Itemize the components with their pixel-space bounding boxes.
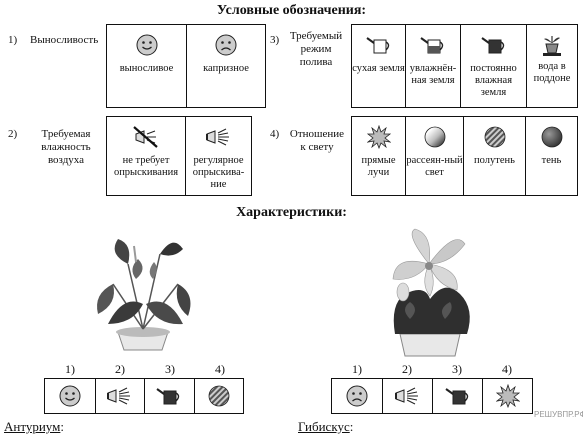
partial-shade-icon	[483, 125, 507, 149]
hibiscus-colon: :	[349, 419, 354, 434]
diffused-light-icon	[423, 125, 447, 149]
smiley-sad-icon	[345, 384, 369, 408]
no-spray-icon	[131, 125, 161, 149]
section-1-label: Выносливость	[30, 34, 99, 46]
anthurium-photo	[97, 239, 191, 351]
column-number: 2)	[402, 362, 412, 376]
legend-caption: полутень	[474, 155, 515, 166]
watering-can-full-icon	[443, 384, 473, 408]
partial-shade-icon	[207, 384, 231, 408]
hibiscus-cell-2	[382, 379, 432, 413]
watermark: РЕШУВПР.РФ	[534, 410, 583, 419]
anthurium-cell-2	[94, 379, 145, 413]
anthurium-cell-3	[144, 379, 194, 413]
legend-title: Условные обозначения:	[216, 3, 367, 18]
characteristics-title: Характеристики:	[236, 205, 347, 220]
legend-caption: выносливое	[119, 63, 174, 74]
hibiscus-photo	[392, 228, 470, 357]
anthurium-column-numbers: 1) 2) 3) 4)	[45, 362, 245, 377]
column-number: 4)	[502, 362, 512, 376]
legend-caption: рассеян-ный свет	[406, 155, 463, 178]
legend-caption: регулярное опрыскива-ние	[192, 155, 245, 190]
section-4-box: прямые лучи рассеян-ный свет полутень те…	[351, 116, 578, 196]
shade-icon	[540, 125, 564, 149]
legend-item-partial-shade: полутень	[463, 117, 525, 195]
legend-item-tray-water: вода в поддоне	[526, 25, 577, 107]
column-number: 3)	[165, 362, 175, 376]
section-2-label: Требуемая влажность воздуха	[41, 128, 91, 166]
section-2-number: 2)	[8, 128, 18, 140]
legend-caption: капризное	[203, 63, 249, 74]
column-number: 2)	[115, 362, 125, 376]
legend-item-direct-sun: прямые лучи	[352, 117, 405, 195]
hibiscus-column-numbers: 1) 2) 3) 4)	[332, 362, 532, 377]
section-4-label: Отношение к свету	[289, 128, 345, 153]
section-1-number: 1)	[8, 34, 18, 46]
legend-caption: увлажнён-ная земля	[409, 63, 457, 86]
watering-can-half-icon	[418, 33, 448, 57]
section-3-label: Требуемый режим полива	[289, 30, 343, 68]
legend-item-capricious: капризное	[186, 25, 265, 107]
hibiscus-characteristics	[331, 378, 533, 414]
legend-item-no-spray: не требует опрыскивания	[107, 117, 185, 195]
section-2-box: не требует опрыскивания регулярное опрыс…	[106, 116, 252, 196]
pot-tray-icon	[540, 33, 564, 59]
anthurium-label: Антуриум:	[4, 419, 64, 435]
hibiscus-cell-1	[332, 379, 382, 413]
spray-icon	[393, 384, 423, 408]
legend-item-moist-soil: увлажнён-ная земля	[405, 25, 460, 107]
hibiscus-label: Гибискус:	[298, 419, 353, 435]
smiley-happy-icon	[58, 384, 82, 408]
direct-sun-icon	[496, 384, 520, 408]
legend-item-hardy: выносливое	[107, 25, 186, 107]
legend-caption: вода в поддоне	[533, 61, 571, 84]
anthurium-cell-1	[45, 379, 95, 413]
anthurium-name: Антуриум	[4, 419, 61, 434]
legend-caption: постоянно влажная земля	[470, 63, 517, 98]
legend-caption: прямые лучи	[361, 155, 396, 178]
smiley-sad-icon	[214, 33, 238, 57]
spray-icon	[204, 125, 234, 149]
hibiscus-cell-3	[432, 379, 482, 413]
column-number: 1)	[65, 362, 75, 376]
section-4-number: 4)	[270, 128, 280, 140]
watering-can-empty-icon	[364, 33, 394, 57]
legend-item-dry-soil: сухая земля	[352, 25, 405, 107]
watering-can-full-icon	[479, 33, 509, 57]
legend-item-diffused: рассеян-ный свет	[405, 117, 463, 195]
column-number: 3)	[452, 362, 462, 376]
anthurium-colon: :	[60, 419, 64, 434]
legend-item-spray: регулярное опрыскива-ние	[185, 117, 251, 195]
legend-caption: не требует опрыскивания	[113, 155, 179, 178]
watering-can-full-icon	[154, 384, 184, 408]
column-number: 1)	[352, 362, 362, 376]
column-number: 4)	[215, 362, 225, 376]
hibiscus-cell-4	[482, 379, 532, 413]
legend-caption: сухая земля	[352, 63, 405, 74]
section-3-box: сухая земля увлажнён-ная земля постоянно…	[351, 24, 578, 108]
legend-caption: тень	[541, 155, 562, 166]
spray-icon	[105, 384, 135, 408]
smiley-happy-icon	[135, 33, 159, 57]
direct-sun-icon	[367, 125, 391, 149]
anthurium-characteristics	[44, 378, 244, 414]
legend-item-shade: тень	[525, 117, 577, 195]
hibiscus-name: Гибискус	[298, 419, 350, 434]
anthurium-cell-4	[193, 379, 244, 413]
legend-item-wet-soil: постоянно влажная земля	[460, 25, 526, 107]
section-3-number: 3)	[270, 34, 280, 46]
section-1-box: выносливое капризное	[106, 24, 266, 108]
